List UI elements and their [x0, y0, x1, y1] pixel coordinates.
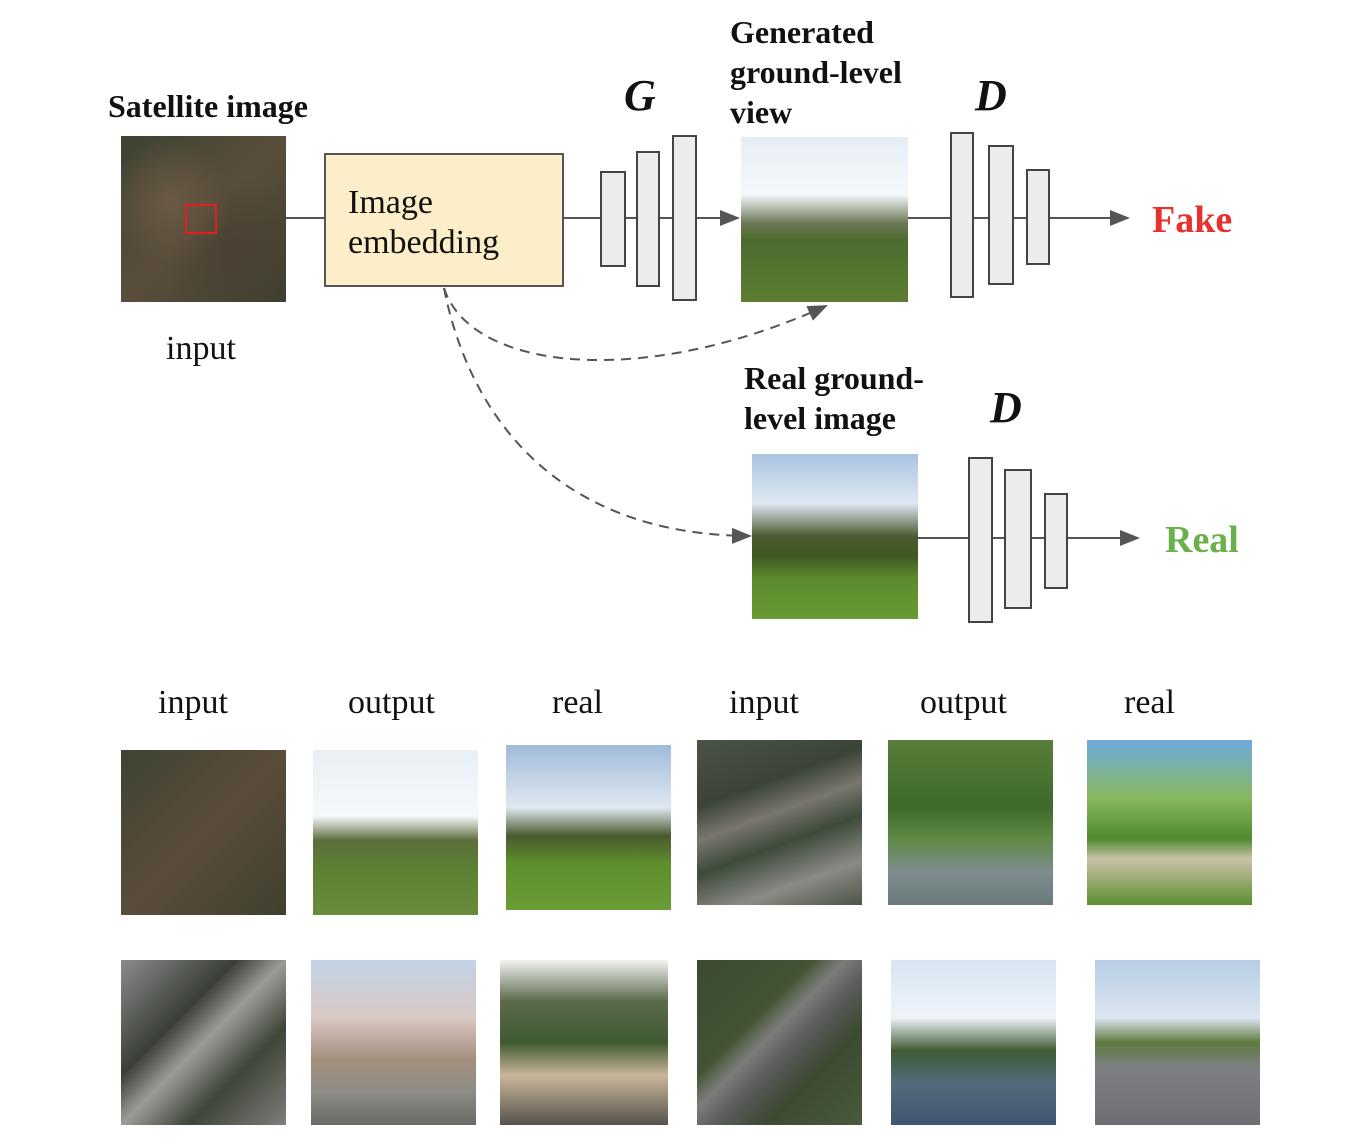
fake-output-label: Fake — [1152, 199, 1233, 241]
discriminator-real-layer-1 — [968, 457, 993, 623]
embedding-label-line1: Image — [348, 184, 433, 221]
discriminator-label-fake: D — [975, 71, 1007, 120]
generated-title-line2: ground-level — [730, 54, 902, 90]
discriminator-real-layer-2 — [1004, 469, 1032, 609]
example-output-image — [891, 960, 1056, 1125]
column-header-real-2: real — [1124, 684, 1175, 721]
generator-layer-1 — [600, 171, 626, 267]
discriminator-real-layer-3 — [1044, 493, 1068, 589]
example-input-image — [121, 750, 286, 915]
example-output-image — [311, 960, 476, 1125]
discriminator-layer-2 — [988, 145, 1014, 285]
real-ground-level-image — [752, 454, 918, 619]
column-header-output-2: output — [920, 684, 1007, 721]
example-input-image — [697, 740, 862, 905]
example-real-image — [1087, 740, 1252, 905]
real-image-title: Real ground- level image — [744, 358, 924, 438]
real-title-line2: level image — [744, 400, 896, 436]
example-input-image — [121, 960, 286, 1125]
example-output-image — [313, 750, 478, 915]
image-embedding-box: Image embedding — [324, 153, 564, 287]
satellite-image — [121, 136, 286, 302]
generator-label: G — [624, 71, 656, 120]
column-header-output-1: output — [348, 684, 435, 721]
generated-ground-level-image — [741, 137, 908, 302]
discriminator-label-real: D — [990, 383, 1022, 432]
example-real-image — [1095, 960, 1260, 1125]
selection-box — [185, 204, 217, 234]
example-output-image — [888, 740, 1053, 905]
discriminator-layer-3 — [1026, 169, 1050, 265]
column-header-real-1: real — [552, 684, 603, 721]
satellite-image-title: Satellite image — [108, 88, 308, 124]
input-caption: input — [166, 330, 236, 367]
discriminator-layer-1 — [950, 132, 974, 298]
column-header-input-2: input — [729, 684, 799, 721]
example-real-image — [506, 745, 671, 910]
generated-title-line1: Generated — [730, 14, 874, 50]
example-real-image — [500, 960, 668, 1125]
example-input-image — [697, 960, 862, 1125]
column-header-input-1: input — [158, 684, 228, 721]
generator-layer-2 — [636, 151, 660, 287]
real-output-label: Real — [1165, 519, 1239, 561]
generated-title-line3: view — [730, 94, 793, 130]
embedding-label-line2: embedding — [348, 224, 500, 261]
real-title-line1: Real ground- — [744, 360, 924, 396]
generator-layer-3 — [672, 135, 697, 301]
generated-view-title: Generated ground-level view — [730, 12, 902, 132]
